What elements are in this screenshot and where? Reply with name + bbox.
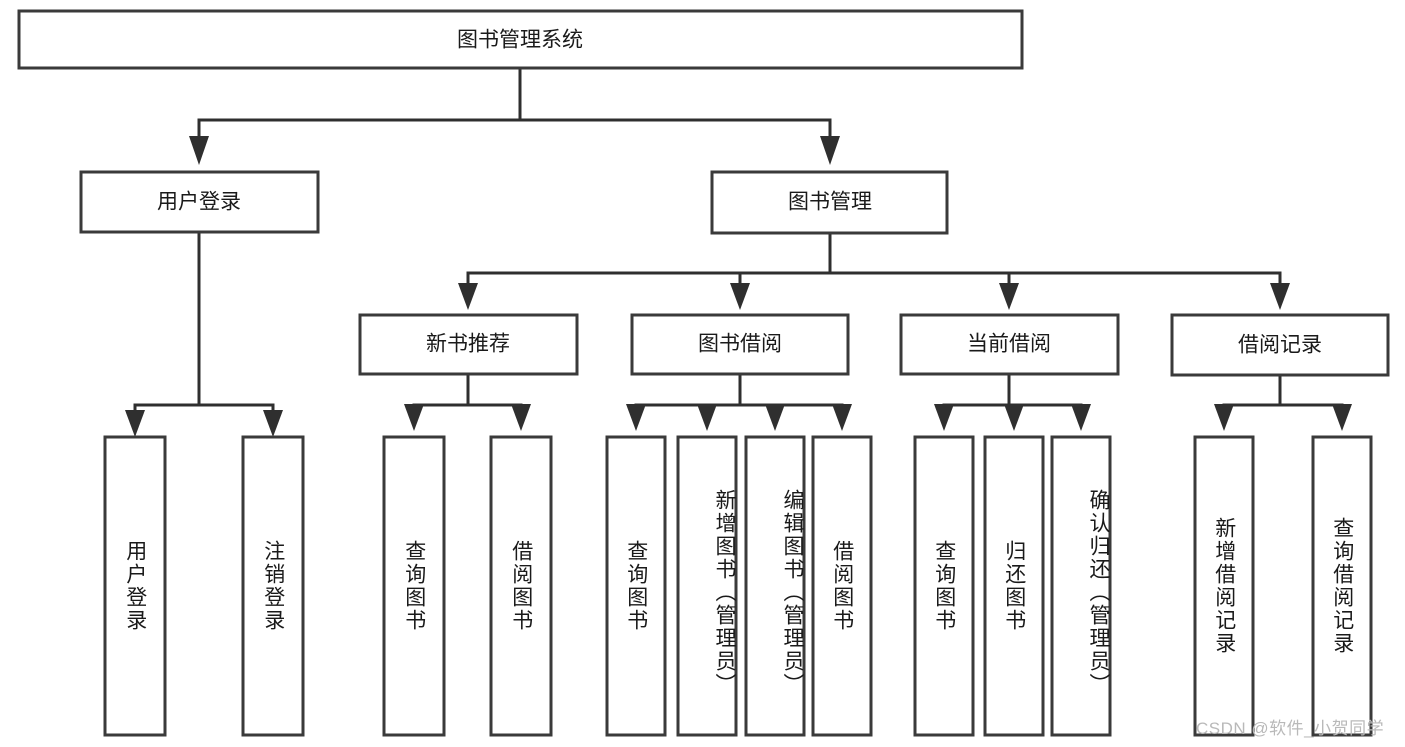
arrow-bm-to-book-borrow: [730, 283, 750, 310]
node-borrow-record-label: 借阅记录: [1238, 334, 1322, 357]
csdn-watermark: CSDN @软件_小贺同学: [1196, 719, 1385, 738]
leaf-box-user-login[interactable]: [103, 435, 167, 737]
leaf-box-query-book-3[interactable]: [913, 435, 975, 737]
arrow-br-leaf-2: [1332, 404, 1352, 431]
arrow-bb-leaf-2: [697, 404, 717, 431]
connector-group-new-book-recommend: [404, 372, 531, 431]
arrow-nbr-leaf-1: [404, 404, 424, 431]
node-current-borrow-box[interactable]: [899, 313, 1120, 376]
leaf-box-borrow-book-1[interactable]: [489, 435, 553, 737]
arrow-br-leaf-1: [1214, 404, 1234, 431]
leaf-box-query-book-1[interactable]: [382, 435, 446, 737]
arrow-root-to-user-login: [189, 136, 209, 165]
leaf-box-logout[interactable]: [241, 435, 305, 737]
arrow-cb-leaf-3: [1071, 404, 1091, 431]
node-root[interactable]: 图书管理系统: [17, 9, 1024, 70]
node-root-label: 图书管理系统: [457, 29, 583, 52]
connector-group-current-borrow: [934, 372, 1091, 431]
leaf-box-return-book[interactable]: [983, 435, 1045, 737]
arrow-bb-leaf-3: [765, 404, 785, 431]
leaf-box-query-book-2[interactable]: [605, 435, 667, 737]
node-new-book-recommend-box[interactable]: [358, 313, 579, 376]
arrow-ul-leaf-1: [125, 410, 145, 437]
arrow-bm-to-current-borrow: [999, 283, 1019, 310]
arrow-bm-to-borrow-record: [1270, 283, 1290, 310]
arrow-bm-to-new-book-recommend: [458, 283, 478, 310]
leaf-box-edit-book[interactable]: [744, 435, 806, 737]
node-book-borrow-box[interactable]: [630, 313, 850, 376]
node-new-book-recommend[interactable]: 新书推荐: [358, 313, 579, 376]
node-user-login[interactable]: 用户登录: [79, 170, 320, 234]
connector-group-book-management: [458, 231, 1290, 310]
arrow-cb-leaf-1: [934, 404, 954, 431]
node-new-book-recommend-label: 新书推荐: [426, 333, 510, 356]
node-current-borrow[interactable]: 当前借阅: [899, 313, 1120, 376]
node-borrow-record-box[interactable]: [1170, 313, 1390, 377]
arrow-nbr-leaf-2: [511, 404, 531, 431]
arrow-bb-leaf-4: [832, 404, 852, 431]
connector-group-book-borrow: [626, 372, 852, 431]
leaf-box-confirm-return[interactable]: [1050, 435, 1112, 737]
connector-group-root: [189, 66, 840, 165]
arrow-bb-leaf-1: [626, 404, 646, 431]
leaf-box-add-book[interactable]: [676, 435, 738, 737]
arrow-root-to-book-management: [820, 136, 840, 165]
arrow-cb-leaf-2: [1004, 404, 1024, 431]
node-user-login-box[interactable]: [79, 170, 320, 234]
leaf-box-query-record[interactable]: [1311, 435, 1373, 737]
connector-group-user-login: [125, 230, 283, 437]
node-book-management-label: 图书管理: [788, 191, 872, 214]
node-borrow-record[interactable]: 借阅记录: [1170, 313, 1390, 377]
leaf-box-borrow-book-2[interactable]: [811, 435, 873, 737]
node-book-borrow[interactable]: 图书借阅: [630, 313, 850, 376]
connector-group-borrow-record: [1214, 373, 1352, 431]
node-current-borrow-label: 当前借阅: [967, 333, 1051, 356]
node-book-management-box[interactable]: [710, 170, 949, 235]
node-book-management[interactable]: 图书管理: [710, 170, 949, 235]
node-root-box[interactable]: [17, 9, 1024, 70]
leaf-box-add-record[interactable]: [1193, 435, 1255, 737]
node-book-borrow-label: 图书借阅: [698, 333, 782, 356]
arrow-ul-leaf-2: [263, 410, 283, 437]
node-user-login-label: 用户登录: [157, 191, 241, 214]
